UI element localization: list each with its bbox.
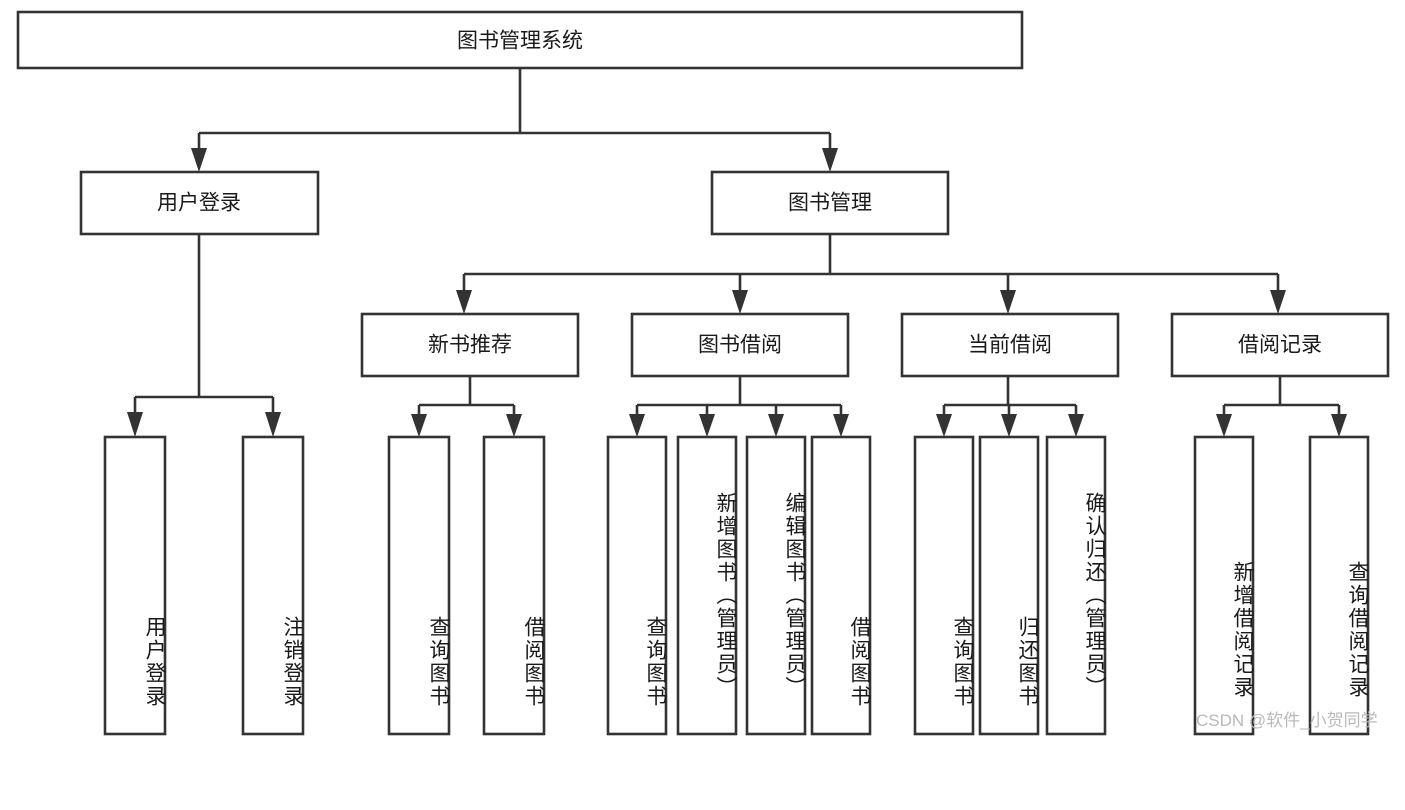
leaf-box-logout-login[interactable] [241,435,305,736]
arrow-head-icon [1216,414,1232,437]
arrow-head-icon [191,148,207,172]
connectors-root-to-level2 [191,68,838,172]
arrow-head-icon [1001,414,1017,437]
leaf-box-query-book-2[interactable] [606,435,668,736]
node-current-borrow-label: 当前借阅 [968,334,1052,357]
node-user-login-box[interactable] [79,170,320,236]
node-user-login-label: 用户登录 [157,192,241,215]
arrow-head-icon [732,290,748,314]
arrow-head-icon [833,414,849,437]
node-borrow-record[interactable]: 借阅记录 [1170,312,1390,378]
node-user-login[interactable]: 用户登录 [79,170,320,236]
arrow-head-icon [1331,414,1347,437]
leaf-box-user-login[interactable] [103,435,167,736]
node-current-borrow-box[interactable] [900,312,1120,378]
node-book-manage-box[interactable] [710,170,950,236]
arrow-head-icon [506,414,522,437]
leaf-box-query-borrow-record[interactable] [1308,435,1370,736]
leaf-box-borrow-book-2[interactable] [810,435,872,736]
connectors-borrow-record-to-leaves [1216,376,1347,437]
connectors-current-borrow-to-leaves [936,376,1084,437]
node-root[interactable]: 图书管理系统 [16,10,1024,70]
arrow-head-icon [768,414,784,437]
node-new-book-recommend[interactable]: 新书推荐 [360,312,580,378]
node-current-borrow[interactable]: 当前借阅 [900,312,1120,378]
leaf-box-return-book[interactable] [978,435,1040,736]
arrow-head-icon [629,414,645,437]
arrow-head-icon [1270,290,1286,314]
leaf-box-borrow-book-1[interactable] [482,435,546,736]
node-book-borrow-label: 图书借阅 [698,334,782,357]
connectors-book-borrow-to-leaves [629,376,849,437]
node-root-label: 图书管理系统 [457,30,583,53]
connectors-book-manage-to-level3 [456,234,1286,314]
node-book-borrow[interactable]: 图书借阅 [630,312,850,378]
node-book-manage[interactable]: 图书管理 [710,170,950,236]
arrow-head-icon [1068,414,1084,437]
connectors-new-book-recommend-to-leaves [411,376,522,437]
leaf-box-query-book-3[interactable] [913,435,975,736]
arrow-head-icon [265,412,281,437]
node-book-manage-label: 图书管理 [788,192,872,215]
arrow-head-icon [822,148,838,172]
arrow-head-icon [127,412,143,437]
diagram-canvas: 图书管理系统 用户登录 图书管理 新书推荐 图书借阅 当前借阅 借阅记录 [16,10,1390,736]
node-borrow-record-box[interactable] [1170,312,1390,378]
arrow-head-icon [1000,290,1016,314]
node-root-box[interactable] [16,10,1024,70]
arrow-head-icon [411,414,427,437]
leaf-box-add-book[interactable] [676,435,738,736]
flowchart-svg: 图书管理系统 用户登录 图书管理 新书推荐 图书借阅 当前借阅 借阅记录 [16,10,1390,736]
csdn-watermark: CSDN @软件_小贺同学 [1196,711,1378,730]
node-borrow-record-label: 借阅记录 [1238,334,1322,357]
node-book-borrow-box[interactable] [630,312,850,378]
leaf-box-confirm-return[interactable] [1045,435,1107,736]
leaf-boxes [103,435,1370,736]
leaf-box-add-borrow-record[interactable] [1193,435,1255,736]
arrow-head-icon [699,414,715,437]
connectors-user-login-to-leaves [127,234,281,437]
arrow-head-icon [456,290,472,314]
arrow-head-icon [936,414,952,437]
node-new-book-recommend-box[interactable] [360,312,580,378]
node-new-book-recommend-label: 新书推荐 [428,334,512,357]
leaf-box-edit-book[interactable] [745,435,807,736]
leaf-box-query-book-1[interactable] [387,435,451,736]
